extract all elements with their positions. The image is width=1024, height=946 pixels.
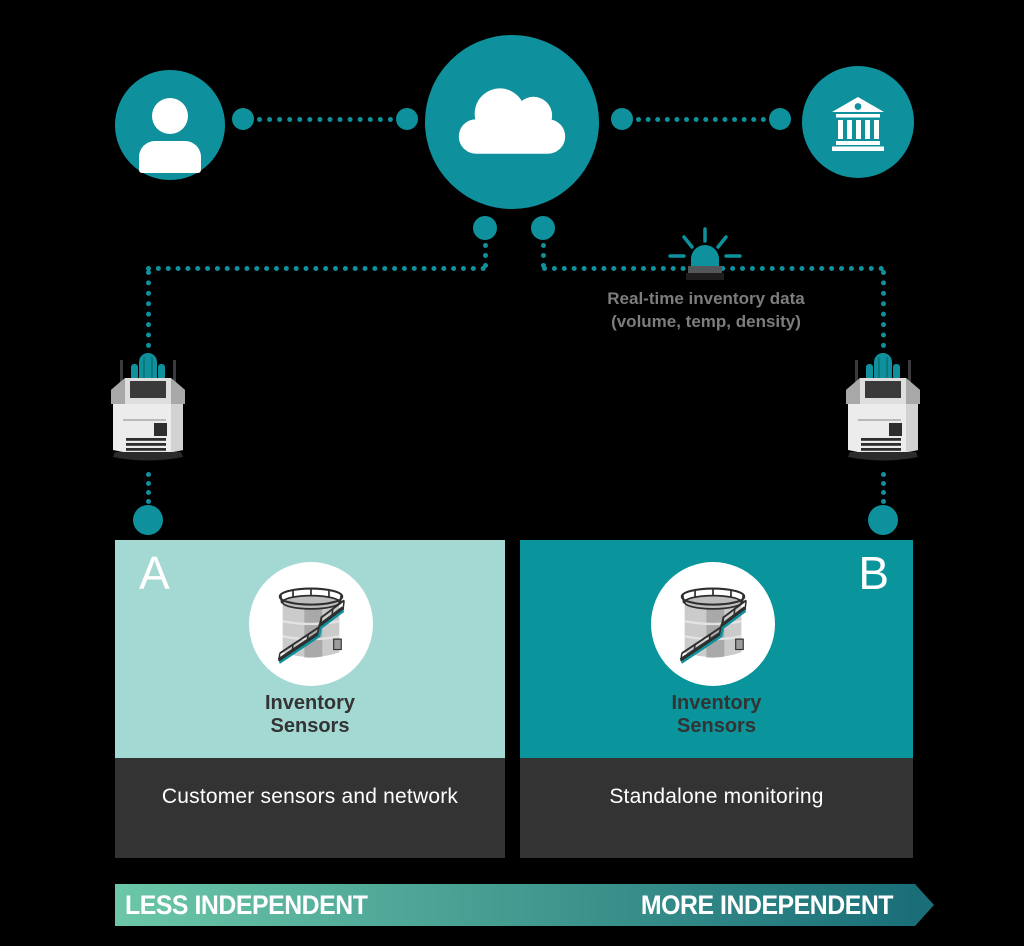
tank-circle bbox=[249, 562, 373, 686]
bank-hub bbox=[802, 66, 914, 178]
dotted-link-down-right bbox=[881, 270, 886, 348]
sensor-device-icon bbox=[846, 353, 920, 461]
panel-a-letter: A bbox=[139, 547, 170, 599]
panel-a-caption: Customer sensors and network bbox=[161, 785, 459, 808]
inventory-sensors-label-line1: Inventory bbox=[264, 692, 356, 714]
storage-tank-icon bbox=[679, 587, 747, 664]
person-icon bbox=[115, 70, 225, 180]
panel-a-caption-bar: Customer sensors and network bbox=[115, 758, 505, 858]
connector-dot bbox=[868, 505, 898, 535]
connector-dot bbox=[769, 108, 791, 130]
panel-b-caption: Standalone monitoring bbox=[609, 785, 824, 808]
inventory-sensors-label: Inventory Sensors bbox=[115, 692, 505, 738]
inventory-sensors-label-line2: Sensors bbox=[677, 715, 756, 737]
inventory-sensors-label-line2: Sensors bbox=[270, 715, 350, 737]
connector-dot bbox=[473, 216, 497, 240]
realtime-data-label-line2: (volume, temp, density) bbox=[611, 311, 801, 331]
realtime-data-label: Real-time inventory data (volume, temp, … bbox=[545, 288, 867, 334]
dotted-link-to-sensor-left bbox=[146, 266, 486, 271]
connector-dot bbox=[232, 108, 254, 130]
person-body bbox=[139, 141, 201, 173]
panel-b-letter: B bbox=[858, 547, 889, 599]
dotted-link-person-cloud bbox=[257, 117, 393, 122]
person-head bbox=[152, 98, 188, 134]
sensor-device-icon bbox=[111, 353, 185, 461]
inventory-sensors-label: Inventory Sensors bbox=[520, 692, 913, 738]
dotted-link-drop-left bbox=[483, 243, 488, 268]
dotted-link-cloud-bank bbox=[636, 117, 766, 122]
dotted-link-sensor-panel-right bbox=[881, 472, 886, 504]
siren-icon bbox=[668, 227, 742, 280]
connector-dot bbox=[396, 108, 418, 130]
dotted-link-sensor-panel-left bbox=[146, 472, 151, 504]
panel-b: B bbox=[520, 540, 913, 758]
storage-tank-icon bbox=[277, 587, 345, 664]
arrow-right-icon bbox=[915, 884, 934, 926]
panel-b-caption-bar: Standalone monitoring bbox=[520, 758, 913, 858]
cloud-icon bbox=[458, 88, 566, 154]
panel-a: A bbox=[115, 540, 505, 758]
dotted-link-drop-right bbox=[541, 243, 546, 268]
axis-left-label: LESS INDEPENDENT bbox=[125, 889, 368, 920]
person-hub bbox=[115, 70, 225, 180]
axis-right-label: MORE INDEPENDENT bbox=[640, 889, 894, 920]
bank-icon bbox=[832, 97, 884, 151]
dotted-link-down-left bbox=[146, 270, 151, 348]
cloud-hub bbox=[425, 35, 599, 209]
connector-dot bbox=[531, 216, 555, 240]
connector-dot bbox=[133, 505, 163, 535]
realtime-data-label-line1: Real-time inventory data bbox=[607, 289, 805, 308]
independence-axis: LESS INDEPENDENT MORE INDEPENDENT bbox=[115, 884, 915, 926]
connector-dot bbox=[611, 108, 633, 130]
tank-circle bbox=[651, 562, 775, 686]
inventory-sensors-label-line1: Inventory bbox=[671, 692, 762, 714]
